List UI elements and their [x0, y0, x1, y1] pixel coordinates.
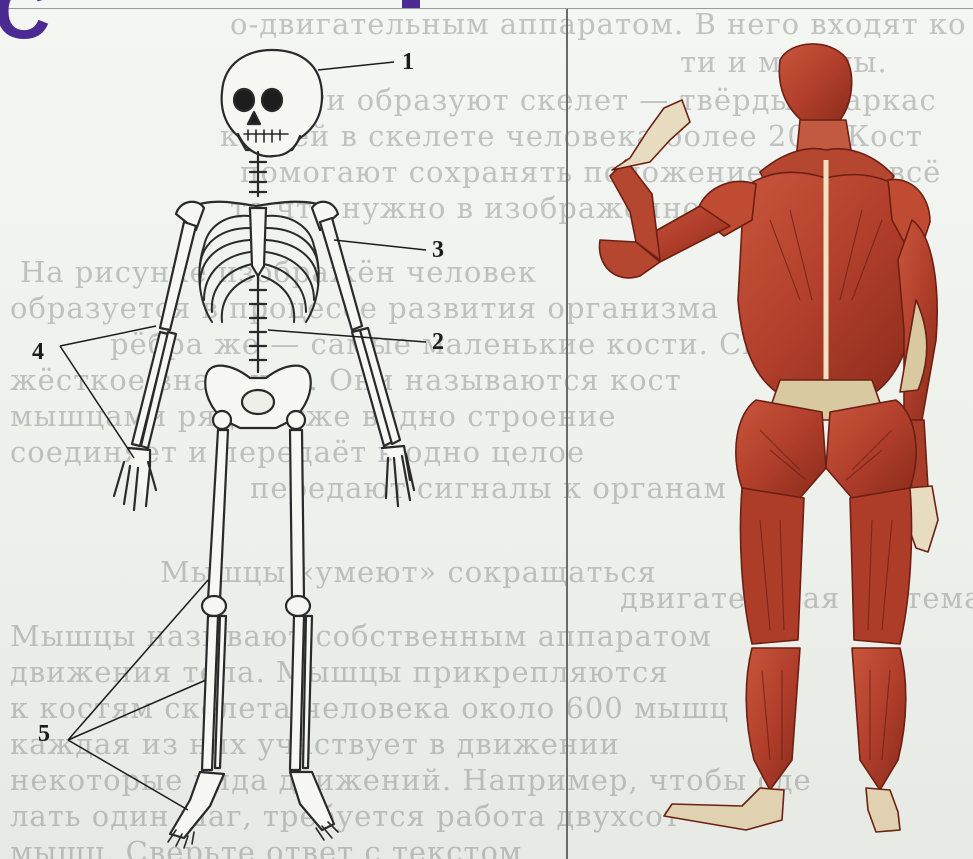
muscle-calf-left: [746, 648, 800, 790]
muscle-calf-right: [852, 648, 906, 790]
callout-label-3: 3: [432, 238, 444, 262]
callout-label-2: 2: [432, 330, 444, 354]
muscle-gluteus-left: [736, 400, 826, 498]
muscle-hand-left: [612, 100, 690, 170]
callout-label-4: 4: [32, 340, 44, 364]
muscle-gluteus-right: [826, 400, 916, 498]
callout-label-5: 5: [38, 722, 50, 746]
callout-label-1: 1: [402, 50, 414, 74]
muscle-foot-left: [664, 788, 784, 830]
muscle-foot-right: [866, 788, 900, 832]
muscle-thigh-left: [740, 488, 804, 644]
muscle-head: [779, 44, 851, 124]
muscle-thigh-right: [850, 488, 912, 644]
